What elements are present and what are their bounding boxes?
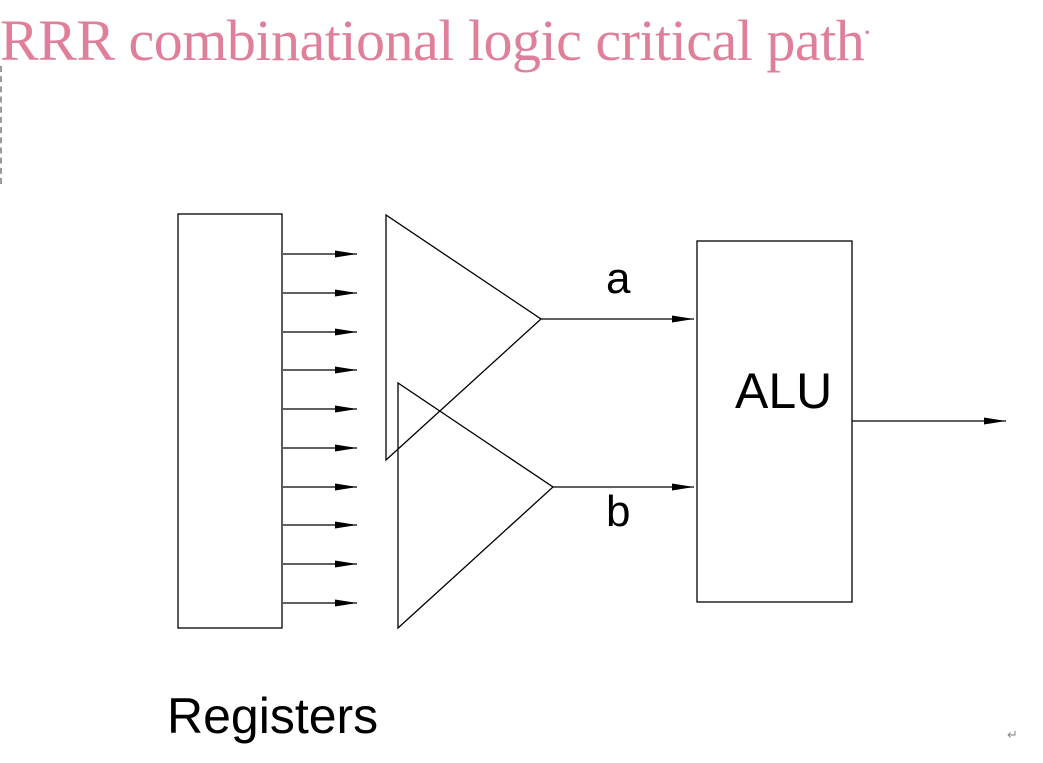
registers-label: Registers [167,688,378,744]
title-trailing-mark: · [862,16,872,49]
page-title: RRR combinational logic critical path· [0,0,872,76]
mux-b-triangle [397,381,555,630]
register-output-arrows [283,250,357,607]
paragraph-return-mark: ↵ [1007,728,1018,743]
registers-box [177,213,283,629]
selection-dashed-edge [0,66,2,184]
input-b-label: b [606,487,630,536]
alu-box [696,240,853,603]
mux-a-triangle [385,213,543,462]
alu-label: ALU [735,363,832,419]
input-a-label: a [606,254,631,303]
page-title-text: RRR combinational logic critical path [0,8,865,73]
